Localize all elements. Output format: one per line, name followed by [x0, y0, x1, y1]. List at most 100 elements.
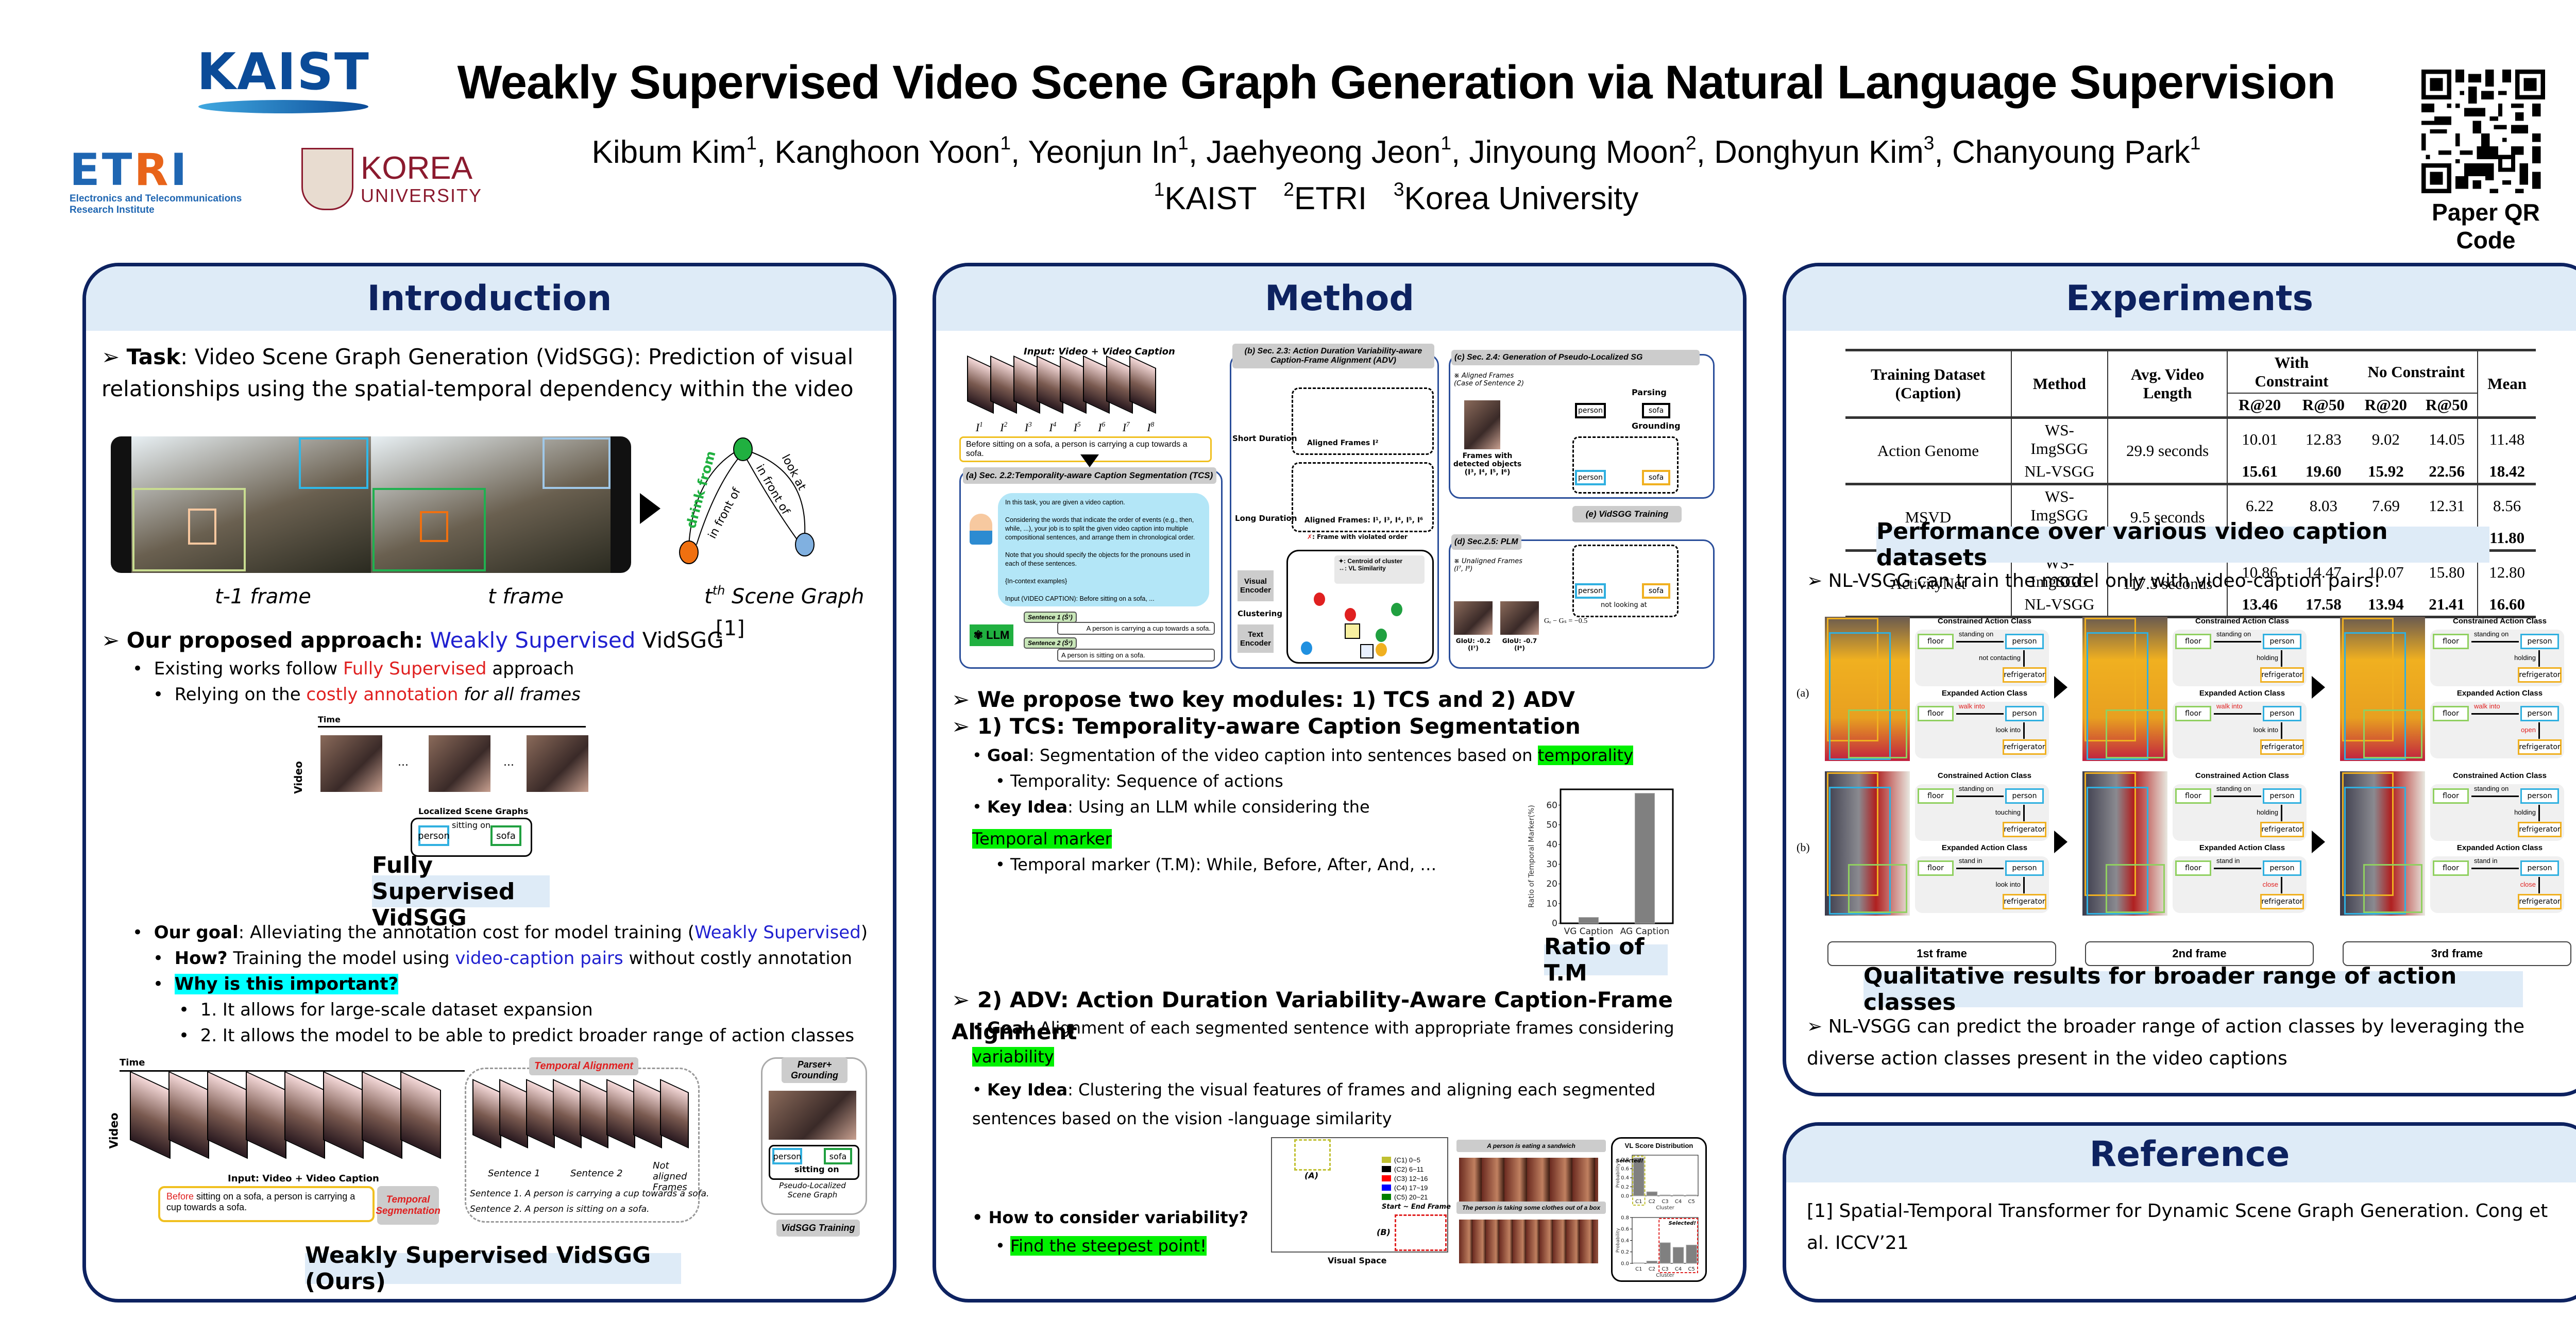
predicate-label: holding — [2257, 808, 2278, 816]
subheader-r-at-20: R@20 — [2364, 396, 2407, 414]
prompt-line: In this task, you are given a video capt… — [1005, 499, 1125, 506]
temporality-highlight: temporality — [1537, 746, 1634, 765]
scene-graph-label: tth Scene Graph [1] — [704, 581, 893, 645]
legend-swatch — [1382, 1166, 1391, 1172]
y-axis-label: Ratio of Temporal Marker(%) — [1528, 805, 1536, 908]
input-caption-box: Before sitting on a sofa, a person is ca… — [158, 1186, 375, 1222]
y-tick-label: 20 — [1546, 879, 1557, 889]
arrow-line — [2023, 722, 2025, 739]
goal-label: Our goal — [154, 922, 239, 943]
method-cell: WS-ImgSGG — [2010, 417, 2108, 460]
relying-italic: for all frames — [458, 684, 581, 705]
localized-scene-graphs-label: Localized Scene Graphs — [418, 806, 529, 816]
tcs-heading: ➢ 1) TCS: Temporality-aware Caption Segm… — [952, 711, 1581, 742]
node-person: person — [2263, 706, 2301, 721]
y-axis-label: Probability — [1616, 1228, 1621, 1253]
node-person: person — [1575, 403, 1606, 418]
goal-text: : Alignment of each segmented sentence w… — [1028, 1018, 1674, 1038]
legend-label: (C1) 0~5 — [1394, 1156, 1420, 1164]
sentence-2-label: Sentence 2 — [570, 1168, 623, 1179]
approach-label: Our proposed approach: — [126, 628, 423, 653]
how-question: How to consider variability? — [988, 1208, 1249, 1227]
text-encoder-box: Text Encoder — [1238, 624, 1274, 653]
prompt-line: Input (VIDEO CAPTION): Before sitting on… — [1005, 595, 1155, 602]
aligned-frames-note: ※ Aligned Frames (Case of Sentence 2) — [1454, 372, 1524, 387]
constrained-action-title: Constrained Action Class — [2195, 617, 2289, 625]
bbox-food-t — [543, 437, 611, 489]
arrow-line — [2471, 868, 2519, 869]
adv-title: 2) ADV: Action Duration Variability-Awar… — [952, 987, 1673, 1044]
node-person: person — [772, 1148, 802, 1164]
bbox — [2106, 709, 2165, 758]
detected-frames-image — [1464, 400, 1500, 449]
legend-swatch — [1382, 1175, 1391, 1181]
predicate-label: holding — [2514, 654, 2536, 662]
node-person: person — [2005, 788, 2044, 804]
author-list: Kibum Kim1, Kanghoon Yoon1, Yeonjun In1,… — [591, 131, 2201, 170]
arrow-bullet-icon: ➢ — [101, 344, 120, 369]
expanded-action-title: Expanded Action Class — [1941, 689, 2028, 698]
arrow-bullet-icon: ➢ — [952, 687, 970, 712]
frame-index-label: I8 — [1147, 420, 1155, 434]
violated-order-note: ✗: Frame with violated order — [1307, 533, 1408, 540]
grounded-frame-image — [769, 1091, 856, 1140]
dot-bullet-icon: • — [972, 797, 982, 817]
visual-space-label: Visual Space — [1328, 1256, 1387, 1265]
metric-cell: 18.42 — [2477, 460, 2536, 484]
citation-ref-1[interactable]: [1] — [716, 617, 745, 640]
metric-cell: 14.05 — [2429, 430, 2465, 448]
node-refrigerator: refrigerator — [2260, 894, 2304, 909]
korea-line-2: UNIVERSITY — [361, 184, 483, 206]
edge-label: in front of — [706, 485, 743, 541]
node-person: person — [2520, 634, 2559, 649]
bbox — [1827, 618, 1878, 741]
cluster-point-red — [1314, 593, 1325, 606]
arrow-line — [2214, 713, 2261, 715]
short-duration-label: Short Duration — [1232, 434, 1297, 443]
dot-bullet-icon: • — [972, 1018, 982, 1038]
x-tick-label: C1 — [1635, 1199, 1642, 1205]
node-refrigerator: refrigerator — [2260, 667, 2304, 683]
qr-code-icon[interactable] — [2421, 70, 2545, 193]
qualitative-frame-image — [2082, 617, 2167, 761]
node-sofa: sofa — [1642, 583, 1670, 599]
bar — [1686, 1244, 1697, 1264]
node-sofa: sofa — [1642, 403, 1670, 418]
point-1: ➢ NL-VSGG can train the model only with … — [1807, 565, 2381, 597]
adv-steepest: • Find the steepest point! — [995, 1230, 1207, 1262]
predicate-label: standing on — [1959, 630, 1994, 638]
legend-title: Start ~ End Frame — [1382, 1203, 1451, 1211]
x-tick-label: C2 — [1649, 1266, 1655, 1272]
node-refrigerator: refrigerator — [2518, 739, 2562, 755]
bbox-food-prev — [299, 437, 368, 489]
metric-cell: 15.80 — [2429, 563, 2465, 581]
video-frame — [246, 1071, 286, 1159]
selected-region — [1632, 1156, 1646, 1206]
affiliation-number: 3 — [1393, 178, 1404, 200]
header-no-constraint: No Constraint — [2355, 350, 2478, 394]
how-text: • How? Training the model using video-ca… — [153, 942, 852, 974]
etri-logo: ETRI Electronics and Telecommunications … — [70, 147, 260, 219]
user-avatar-icon — [970, 514, 992, 545]
video-frame — [400, 1071, 441, 1159]
node-refrigerator: refrigerator — [2518, 667, 2562, 683]
key-idea-text: : Using an LLM while considering the — [1067, 797, 1370, 817]
header-mean: Mean — [2477, 350, 2536, 418]
dot-bullet-icon: • — [972, 1208, 983, 1227]
arrow-line — [2538, 650, 2540, 667]
constrained-action-title: Constrained Action Class — [1938, 617, 2031, 625]
node-refrigerator: refrigerator — [2003, 822, 2046, 837]
down-arrow-icon — [1080, 454, 1099, 467]
node-sofa: sofa — [824, 1148, 852, 1164]
node-person: person — [2263, 860, 2301, 876]
variability-highlight: variability — [972, 1047, 1054, 1067]
goal-label: Goal — [987, 746, 1029, 765]
dot-bullet-icon: • — [153, 974, 164, 994]
etri-subtitle-1: Electronics and Telecommunications — [70, 193, 242, 204]
header-dataset: Training Dataset (Caption) — [1871, 365, 1986, 402]
method-title: Method — [1264, 278, 1415, 319]
arrow-line — [2281, 650, 2282, 667]
ellipsis: ... — [503, 756, 514, 769]
arrow-line — [2471, 796, 2519, 797]
arrow-line — [2023, 877, 2025, 893]
